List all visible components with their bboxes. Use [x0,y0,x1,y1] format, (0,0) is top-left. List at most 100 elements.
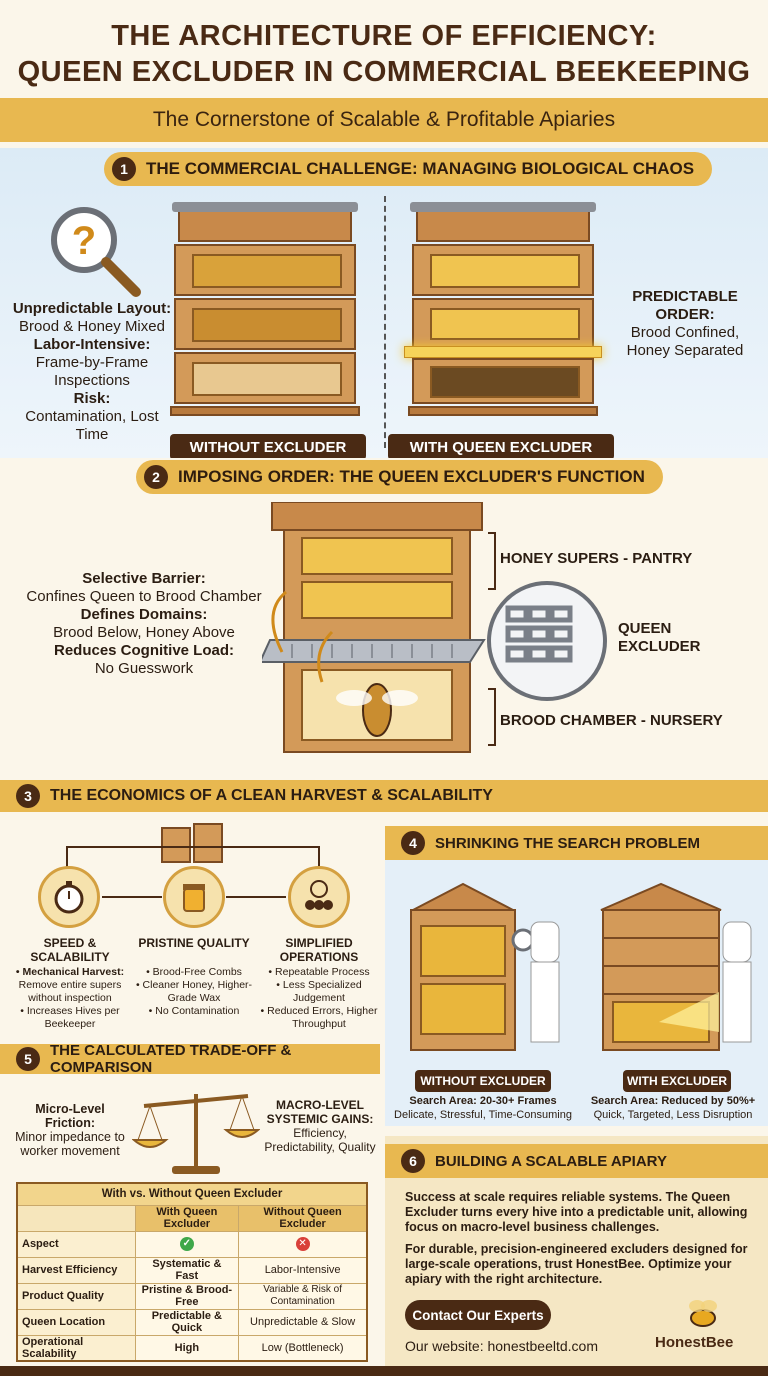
tab-label: WITHOUT EXCLUDER [189,438,347,456]
label-bold: MACRO-LEVEL SYSTEMIC GAINS: [266,1098,374,1126]
section-2-header: 2 IMPOSING ORDER: THE QUEEN EXCLUDER'S F… [136,460,663,494]
cell-without: Labor-Intensive [238,1256,368,1284]
stopwatch-icon [38,866,100,928]
section-number: 2 [144,465,168,489]
cell-aspect: Operational Scalability [16,1334,136,1362]
section-4-header: 4 SHRINKING THE SEARCH PROBLEM [385,826,768,860]
tab-label: WITH EXCLUDER [627,1074,727,1088]
divider [384,196,386,448]
label-bold: Risk: [73,390,111,407]
section-4-title: SHRINKING THE SEARCH PROBLEM [435,834,701,852]
bracket-honey [488,532,496,590]
label-text: Frame-by-Frame Inspections [35,354,149,389]
bracket-brood [488,688,496,746]
bee-logo-icon [689,1300,717,1327]
arrow-2 [226,896,286,898]
cell-with: Pristine & Brood-Free [134,1282,240,1310]
label-text: Brood Confined, Honey Separated [626,324,744,359]
micro-level-label: Micro-Level Friction: Minor impedance to… [10,1102,130,1158]
challenge-labels: Unpredictable Layout: Brood & Honey Mixe… [8,300,176,444]
magnifier-question-icon: ? [51,207,141,297]
table-header-empty [16,1204,136,1232]
label-text: Brood Below, Honey Above [53,624,235,641]
table-header-with: With Queen Excluder [134,1204,240,1232]
label-bold: Defines Domains: [80,606,208,623]
column-line: Remove entire supers without inspection [18,979,122,1004]
search-without-text: Search Area: 20-30+ Frames Delicate, Str… [393,1094,573,1122]
contact-experts-button[interactable]: Contact Our Experts [405,1300,551,1330]
tab-with-excluder: WITH QUEEN EXCLUDER [388,434,614,460]
section-3-header: 3 THE ECONOMICS OF A CLEAN HARVEST & SCA… [0,780,768,812]
cell-with: Predictable & Quick [134,1308,240,1336]
hives-icon [161,823,223,863]
paragraph-1: Success at scale requires reliable syste… [405,1190,748,1234]
table-row: Harvest Efficiency Systematic & Fast Lab… [16,1256,368,1284]
cell-with: High [134,1334,240,1362]
table-aspect-header: Aspect [16,1230,136,1258]
macro-level-label: MACRO-LEVEL SYSTEMIC GAINS: Efficiency, … [264,1098,376,1154]
column-head-speed: SPEED & SCALABILITY [30,936,110,964]
search-hive-without-illustration [410,882,560,1051]
title-line-2: QUEEN EXCLUDER IN COMMERCIAL BEEKEEPING [17,56,751,88]
cta-label: Contact Our Experts [412,1307,544,1323]
section-3-title: THE ECONOMICS OF A CLEAN HARVEST & SCALA… [50,787,493,804]
brand-logo-text: HonestBee [655,1334,734,1351]
search-line: Search Area: Reduced by 50%+ [590,1095,756,1107]
title-line-1: THE ARCHITECTURE OF EFFICIENCY: [111,20,657,52]
hive-with-excluder [404,200,602,430]
tab-search-with: WITH EXCLUDER [623,1070,731,1092]
team-check-icon [288,866,350,928]
cell-aspect: Harvest Efficiency [16,1256,136,1284]
label-bold: Labor-Intensive: [33,336,151,353]
page-title: THE ARCHITECTURE OF EFFICIENCY: QUEEN EX… [0,18,768,90]
section-number: 1 [112,157,136,181]
column-line: • Repeatable Process [268,966,370,978]
section-1-header: 1 THE COMMERCIAL CHALLENGE: MANAGING BIO… [104,152,713,186]
label-bold: Reduces Cognitive Load: [53,642,235,659]
arrow-1 [102,896,162,898]
cell-without: Variable & Risk of Contamination [238,1282,368,1310]
section-number: 4 [401,831,425,855]
column-body-operations: • Repeatable Process • Less Specialized … [256,966,382,1031]
subtitle-bar: The Cornerstone of Scalable & Profitable… [0,98,768,142]
section-2-title: IMPOSING ORDER: THE QUEEN EXCLUDER'S FUN… [178,467,645,486]
svg-text:?: ? [72,219,96,263]
label-text: Efficiency, Predictability, Quality [264,1126,376,1154]
label-bold: Unpredictable Layout: [12,300,172,317]
hive-without-excluder [170,200,360,430]
tab-search-without: WITHOUT EXCLUDER [415,1070,551,1092]
label-bold: Selective Barrier: [82,570,206,587]
section-2: 2 IMPOSING ORDER: THE QUEEN EXCLUDER'S F… [0,458,768,778]
label-queen-excluder: QUEEN EXCLUDER [618,620,701,655]
column-head-quality: PRISTINE QUALITY [138,936,250,950]
comparison-table: With vs. Without Queen Excluder With Que… [16,1182,368,1362]
cell-aspect: Queen Location [16,1308,136,1336]
tab-label: WITHOUT EXCLUDER [420,1074,546,1088]
section-5-header: 5 THE CALCULATED TRADE-OFF & COMPARISON [0,1042,380,1076]
cell-without: Low (Bottleneck) [238,1334,368,1362]
column-body-speed: • Mechanical Harvest: Remove entire supe… [6,966,134,1031]
table-row: Queen Location Predictable & Quick Unpre… [16,1308,368,1336]
column-line: • Increases Hives per Beekeeper [20,1005,120,1030]
label-text: Minor impedance to worker movement [15,1130,125,1158]
table-header-without: Without Queen Excluder [238,1204,368,1232]
honey-jar-icon [163,866,225,928]
label-brood-chamber: BROOD CHAMBER - NURSERY [500,712,723,729]
section-4: 4 SHRINKING THE SEARCH PROBLEM WITHOUT E… [385,826,768,1126]
column-line: • Less Specialized Judgement [276,979,362,1004]
bottom-strip [0,1366,768,1376]
website-link[interactable]: Our website: honestbeeltd.com [405,1338,598,1354]
cell-without: Unpredictable & Slow [238,1308,368,1336]
subtitle: The Cornerstone of Scalable & Profitable… [152,108,616,131]
cell-with: Systematic & Fast [134,1256,240,1284]
tab-without-excluder: WITHOUT EXCLUDER [170,434,366,460]
function-labels: Selective Barrier: Confines Queen to Bro… [24,570,264,678]
table-row: Product Quality Pristine & Brood-Free Va… [16,1282,368,1310]
column-body-quality: • Brood-Free Combs • Cleaner Honey, High… [132,966,256,1018]
label-text: Brood & Honey Mixed [19,318,165,335]
flow-arrow [66,846,320,870]
cutaway-hive-illustration [262,502,486,753]
section-5-title: THE CALCULATED TRADE-OFF & COMPARISON [50,1042,292,1076]
balance-scale-icon [132,1094,260,1174]
search-with-text: Search Area: Reduced by 50%+ Quick, Targ… [581,1094,765,1122]
